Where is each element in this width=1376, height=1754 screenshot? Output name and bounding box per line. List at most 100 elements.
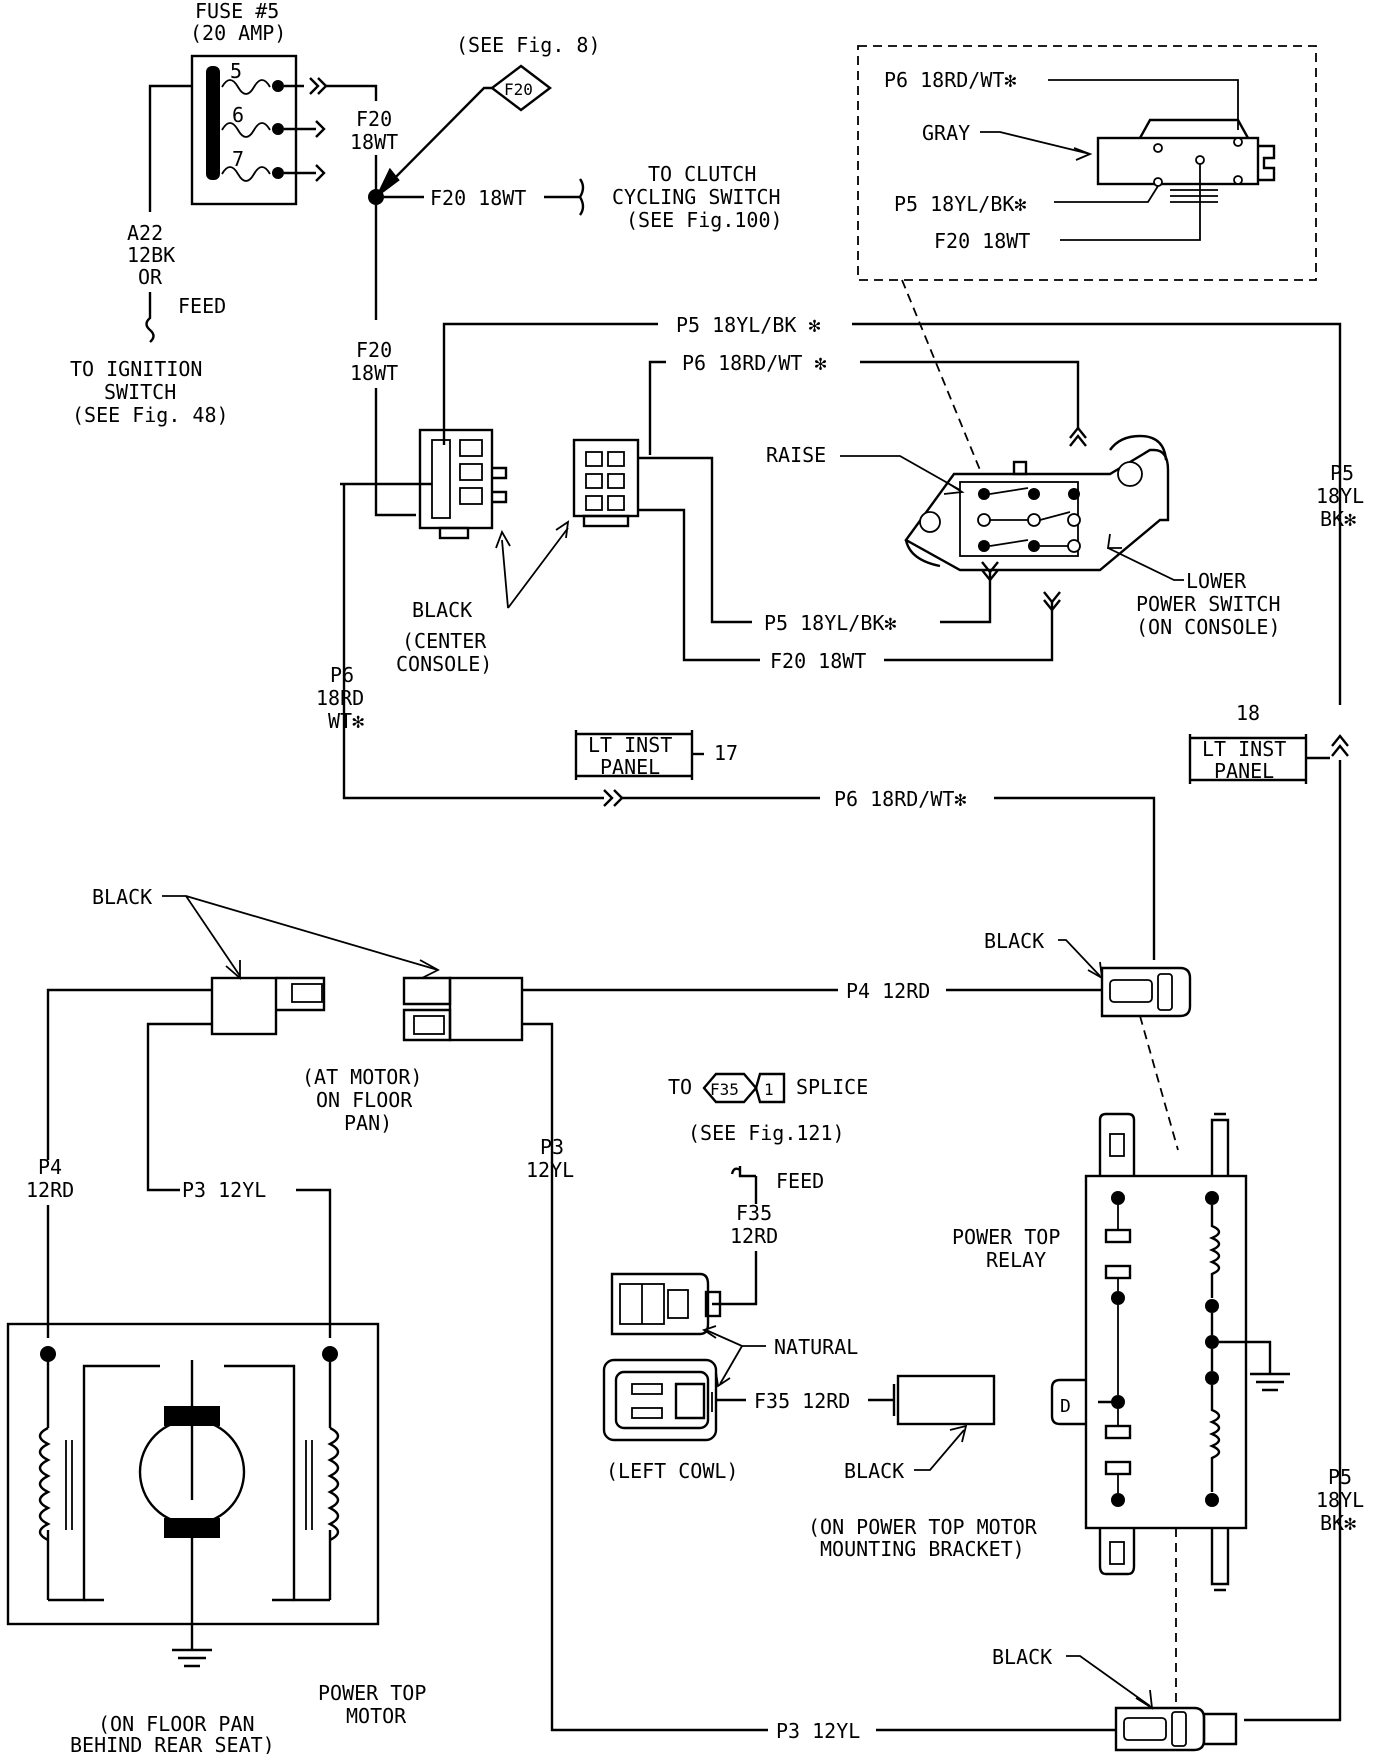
splice-code: F35 xyxy=(710,1080,739,1099)
p3-left-label: P3 12YL xyxy=(182,1178,266,1202)
lt-inst-right-line1: LT INST xyxy=(1202,737,1286,761)
bracket-line2: MOUNTING BRACKET) xyxy=(820,1537,1025,1561)
center-console-line2: CONSOLE) xyxy=(396,652,492,676)
right-p5-gauge: 18YL xyxy=(1316,484,1364,508)
cowl-f35-label: F35 12RD xyxy=(754,1389,850,1413)
relay-label-line2: RELAY xyxy=(986,1248,1046,1272)
p6-left-label: P6 xyxy=(330,663,354,687)
power-top-relay: D xyxy=(1050,1112,1290,1592)
lt-inst-left-line1: LT INST xyxy=(588,733,672,757)
bottom-p3-label: P3 12YL xyxy=(776,1719,860,1743)
p6-left-gauge: 18RD xyxy=(316,686,364,710)
clutch-line3: (SEE Fig.100) xyxy=(626,208,783,232)
motor-connector-left xyxy=(210,976,326,1036)
fuse-5: FUSE #5 (20 AMP) 5 6 7 xyxy=(190,0,328,206)
inset-f20-label: F20 18WT xyxy=(934,229,1030,253)
power-top-motor-line1: POWER TOP xyxy=(318,1681,426,1705)
lower-label-1: LOWER xyxy=(1186,569,1247,593)
splice-diamond xyxy=(702,1072,758,1104)
bottom-black-label: BLACK xyxy=(992,1645,1052,1669)
left-p4-label: P4 xyxy=(38,1155,62,1179)
black-connector-bottom xyxy=(1114,1706,1238,1752)
fuse-pin-6: 6 xyxy=(232,103,244,127)
f20-label-c1: F20 xyxy=(356,338,392,362)
lower-label-2: POWER SWITCH xyxy=(1136,592,1281,616)
relay-tab-label: D xyxy=(1060,1396,1071,1417)
f20-ref-see: (SEE Fig. 8) xyxy=(456,33,601,57)
p6-left-color: WT✻ xyxy=(328,709,364,733)
f20-ref-code: F20 xyxy=(504,80,533,99)
feed-label: FEED xyxy=(178,294,226,318)
clutch-line2: CYCLING SWITCH xyxy=(612,185,781,209)
splice-label: SPLICE xyxy=(796,1075,868,1099)
splice-to-label: TO xyxy=(668,1075,692,1099)
console-p5-bot-label: P5 18YL/BK✻ xyxy=(764,611,896,635)
p3-mid-gauge: 12YL xyxy=(526,1158,574,1182)
splice-feed-label: FEED xyxy=(776,1169,824,1193)
raise-label: RAISE xyxy=(766,443,826,467)
splice-see-label: (SEE Fig.121) xyxy=(688,1121,845,1145)
to-ignition-line1: TO IGNITION xyxy=(70,357,202,381)
p4-wire-label: P4 12RD xyxy=(846,979,930,1003)
splice-f35-label: F35 xyxy=(736,1201,772,1225)
natural-connector-upper xyxy=(610,1272,722,1336)
center-console-connector-left xyxy=(418,428,508,540)
motor-floor-line2: BEHIND REAR SEAT) xyxy=(70,1733,275,1754)
lt-inst-left-line2: PANEL xyxy=(600,755,660,779)
at-motor-line1: (AT MOTOR) xyxy=(302,1065,422,1089)
to-ignition-line2: SWITCH xyxy=(104,380,176,404)
power-top-motor xyxy=(6,1322,380,1626)
motor-floor-line1: (ON FLOOR PAN xyxy=(98,1712,255,1736)
splice-num: 1 xyxy=(764,1080,774,1099)
left-p4-gauge: 12RD xyxy=(26,1178,74,1202)
lt-inst-left-num: 17 xyxy=(714,741,738,765)
left-cowl-label: (LEFT COWL) xyxy=(606,1459,738,1483)
f20-label-c2: 18WT xyxy=(350,361,398,385)
power-top-motor-line2: MOTOR xyxy=(346,1704,407,1728)
natural-connector-lower xyxy=(602,1358,718,1442)
center-console-connector-right xyxy=(572,438,640,528)
fuse-rating: (20 AMP) xyxy=(190,21,286,45)
console-p6-top-label: P6 18RD/WT ✻ xyxy=(682,351,827,375)
center-console-line1: (CENTER xyxy=(402,629,487,653)
cowl-black-label: BLACK xyxy=(844,1459,904,1483)
right-p5-low-color: BK✻ xyxy=(1320,1511,1356,1535)
lower-label-3: (ON CONSOLE) xyxy=(1136,615,1281,639)
right-p5-low-gauge: 18YL xyxy=(1316,1488,1364,1512)
fuse-pin-7: 7 xyxy=(232,147,244,171)
console-p5-top-label: P5 18YL/BK ✻ xyxy=(676,313,821,337)
at-motor-line2: ON FLOOR xyxy=(316,1088,413,1112)
clutch-line1: TO CLUTCH xyxy=(648,162,756,186)
motor-black-label: BLACK xyxy=(92,885,152,909)
feed-wire-or: OR xyxy=(138,265,163,289)
right-p5-color: BK✻ xyxy=(1320,507,1356,531)
feed-wire-label: A22 xyxy=(127,221,163,245)
inset-gray-label: GRAY xyxy=(922,121,970,145)
p6-mid-label: P6 18RD/WT✻ xyxy=(834,787,966,811)
splice-gauge-label: 12RD xyxy=(730,1224,778,1248)
at-motor-line3: PAN) xyxy=(344,1111,392,1135)
right-p5-low-label: P5 xyxy=(1328,1465,1352,1489)
to-ignition-line3: (SEE Fig. 48) xyxy=(72,403,229,427)
bracket-line1: (ON POWER TOP MOTOR xyxy=(808,1515,1038,1539)
fuse-pin-5: 5 xyxy=(230,59,242,83)
f20-label-b: F20 18WT xyxy=(430,186,526,210)
p3-mid-label: P3 xyxy=(540,1135,564,1159)
lt-inst-panel-left: LT INST PANEL 17 xyxy=(574,730,738,780)
console-black-label: BLACK xyxy=(412,598,472,622)
natural-label: NATURAL xyxy=(774,1335,858,1359)
right-p5-label: P5 xyxy=(1330,461,1354,485)
lt-inst-right-line2: PANEL xyxy=(1214,759,1274,783)
black-right-label: BLACK xyxy=(984,929,1044,953)
switch-detail-inset xyxy=(857,45,1317,281)
inset-connector-body xyxy=(1096,136,1260,186)
lower-power-switch xyxy=(904,434,1170,572)
inset-p5-label: P5 18YL/BK✻ xyxy=(894,192,1026,216)
black-connector-bracket xyxy=(896,1374,996,1426)
black-connector-right xyxy=(1100,966,1192,1018)
feed-wire-gauge: 12BK xyxy=(127,243,175,267)
relay-label-line1: POWER TOP xyxy=(952,1225,1060,1249)
lt-inst-panel-right: 18 LT INST PANEL xyxy=(1188,701,1330,784)
lt-inst-right-num: 18 xyxy=(1236,701,1260,725)
